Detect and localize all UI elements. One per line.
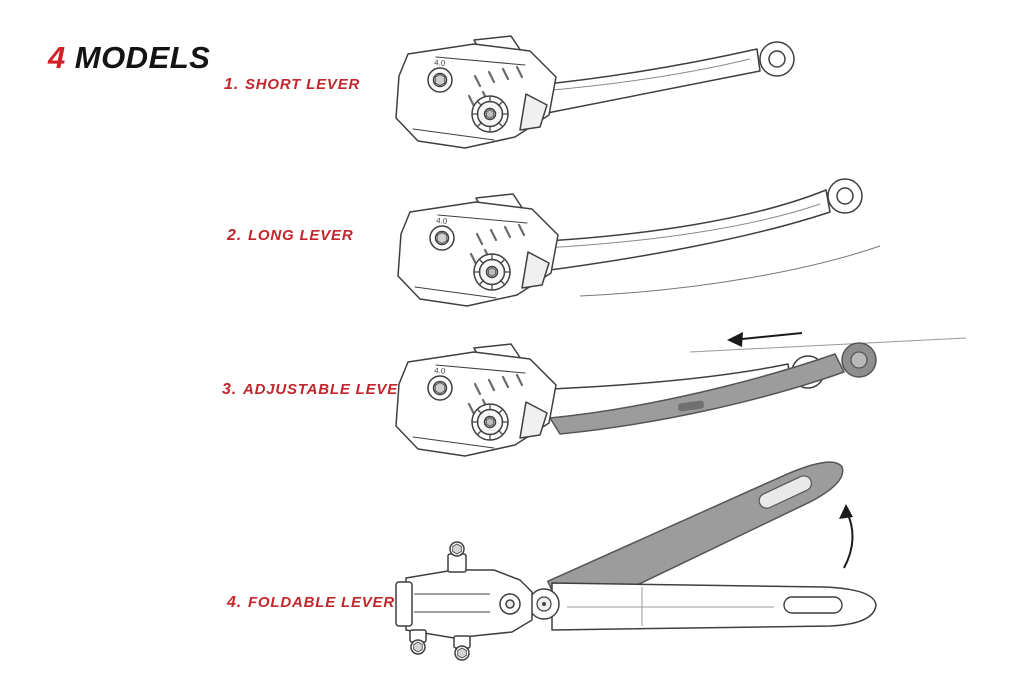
model-label-3: 3. ADJUSTABLE LEVER — [222, 381, 410, 399]
model-label-text: ADJUSTABLE LEVER — [242, 381, 410, 398]
model-number: 1. — [224, 76, 239, 93]
dial-engraving: 4.0 — [436, 216, 448, 226]
lever-pivot-assembly — [394, 34, 558, 150]
lever-blade — [529, 189, 831, 273]
title-number: 4 — [48, 40, 66, 75]
blade-slot — [783, 596, 843, 614]
long-lever-illustration: 4.0 — [396, 178, 881, 308]
adjustable-lever-illustration: 4.0 — [394, 332, 967, 458]
lever-pivot-assembly — [394, 342, 558, 458]
model-label-2: 2. LONG LEVER — [227, 227, 353, 245]
extended-blade — [549, 342, 877, 435]
model-label-text: SHORT LEVER — [244, 76, 361, 93]
model-label-1: 1. SHORT LEVER — [224, 76, 360, 94]
model-label-text: LONG LEVER — [247, 227, 354, 244]
title-word: MODELS — [74, 40, 211, 75]
clamp-bracket — [395, 541, 533, 661]
model-number: 4. — [227, 594, 242, 611]
main-blade — [551, 582, 877, 631]
dial-engraving: 4.0 — [434, 366, 446, 376]
fold-direction-arrow — [839, 504, 854, 569]
lever-blade — [527, 48, 761, 117]
travel-guide-line — [689, 337, 967, 353]
lever-pivot-assembly — [396, 192, 560, 308]
short-lever-illustration: 4.0 — [394, 34, 795, 150]
blade-sweep-line — [579, 245, 881, 297]
model-label-text: FOLDABLE LEVER — [247, 594, 395, 611]
model-label-4: 4. FOLDABLE LEVER — [227, 594, 395, 612]
model-number: 3. — [222, 381, 237, 398]
model-number: 2. — [227, 227, 242, 244]
folded-blade — [547, 461, 844, 621]
dial-engraving: 4.0 — [434, 58, 446, 68]
adjust-direction-arrow — [727, 332, 803, 347]
foldable-lever-illustration — [395, 461, 877, 661]
